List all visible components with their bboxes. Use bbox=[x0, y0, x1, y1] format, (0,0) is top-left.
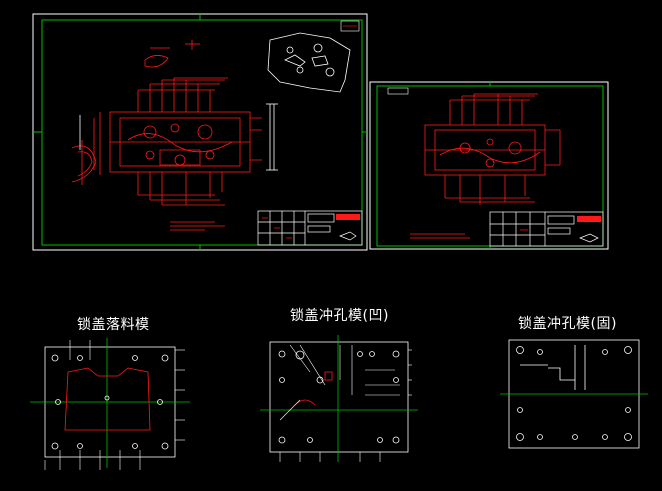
piercing-die-concave-caption: 锁盖冲孔模(凹) bbox=[290, 308, 389, 324]
drawing-sheet-large[interactable] bbox=[32, 13, 368, 251]
drawing-sheet-small[interactable] bbox=[369, 81, 609, 250]
blanking-die-caption: 锁盖落料模 bbox=[77, 317, 150, 333]
blanking-die-plate[interactable] bbox=[30, 338, 190, 470]
plan-view-small bbox=[424, 93, 561, 205]
piercing-die-solid-caption: 锁盖冲孔模(固) bbox=[518, 316, 617, 332]
piercing-die-concave-plate[interactable] bbox=[260, 335, 418, 462]
title-block-large bbox=[257, 210, 363, 246]
plan-view-large bbox=[93, 77, 262, 206]
title-block-small bbox=[489, 211, 604, 247]
part-sketch bbox=[267, 32, 351, 93]
piercing-die-solid-plate[interactable] bbox=[500, 339, 648, 449]
